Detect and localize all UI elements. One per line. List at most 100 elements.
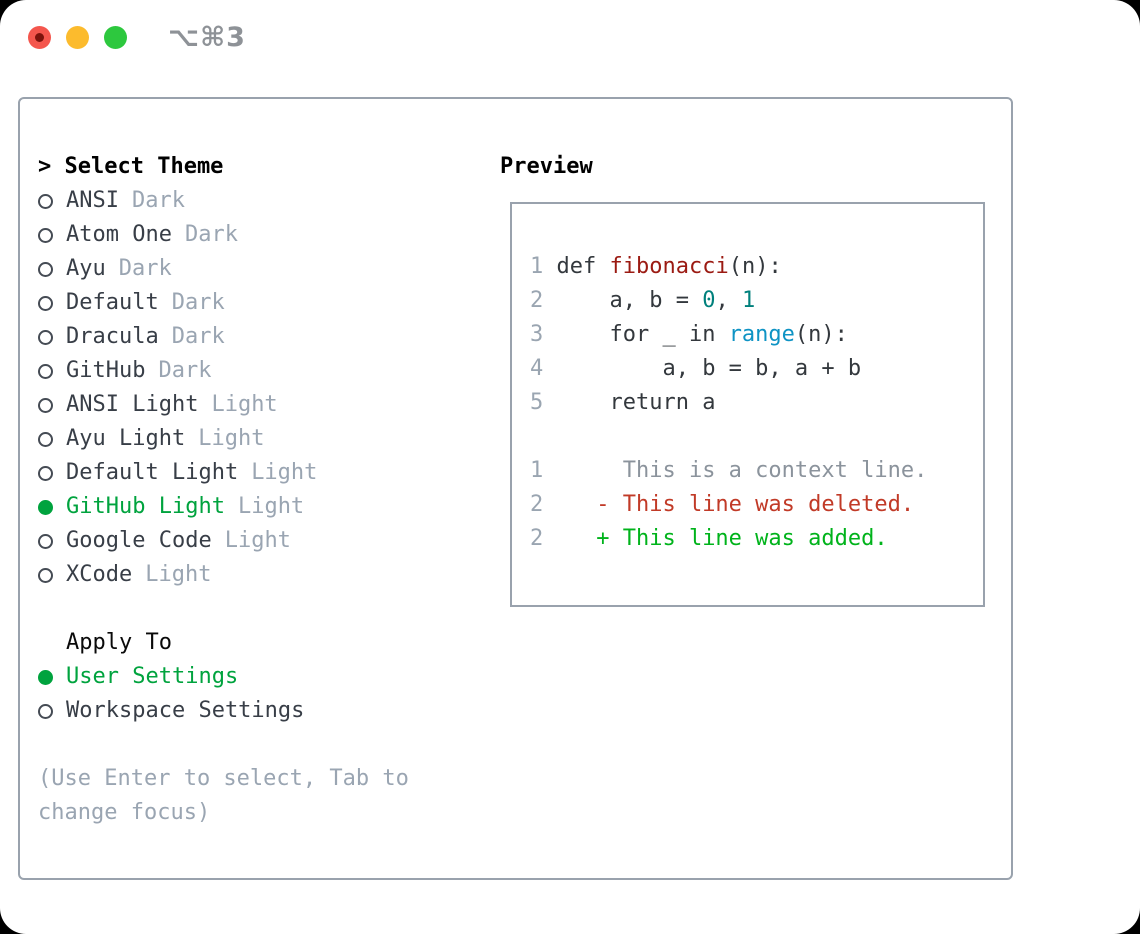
code-token-plain: return a: [543, 390, 716, 415]
theme-name: GitHub: [66, 358, 146, 383]
code-line: 1 This is a context line.: [530, 454, 983, 488]
radio-icon: [38, 499, 53, 515]
code-token-title: fibonacci: [609, 254, 729, 279]
radio-icon: [38, 397, 53, 413]
theme-name: Dracula: [66, 324, 159, 349]
theme-selector-column: > Select Theme ANSI Dark Atom One Dark A…: [38, 150, 458, 830]
radio-icon: [38, 465, 53, 481]
close-button[interactable]: [28, 25, 51, 49]
spacer: [38, 592, 458, 626]
code-token-plain: a, b = b, a + b: [543, 356, 862, 381]
line-number: 4: [530, 356, 544, 381]
apply-option-label: User Settings: [66, 664, 239, 689]
code-token-added: + This line was added.: [543, 526, 888, 551]
apply-option[interactable]: Workspace Settings: [38, 694, 458, 728]
theme-variant: Dark: [184, 222, 238, 247]
theme-variant: Light: [198, 426, 265, 451]
code-token-builtin: range: [728, 322, 795, 347]
line-number: 1: [530, 254, 544, 279]
theme-name: Default Light: [66, 460, 239, 485]
radio-icon: [38, 261, 53, 277]
theme-variant: Dark: [158, 358, 212, 383]
line-number: 2: [530, 492, 544, 517]
theme-option[interactable]: ANSI Dark: [38, 184, 458, 218]
line-number: 2: [530, 526, 544, 551]
theme-option[interactable]: Google Code Light: [38, 524, 458, 558]
code-token-number: 0: [702, 288, 716, 313]
theme-variant: Light: [145, 562, 212, 587]
theme-option[interactable]: Default Dark: [38, 286, 458, 320]
apply-option-label: Workspace Settings: [66, 698, 305, 723]
theme-option[interactable]: ANSI Light Light: [38, 388, 458, 422]
theme-variant: Dark: [171, 290, 225, 315]
radio-icon: [38, 295, 53, 311]
theme-name: Ayu Light: [66, 426, 186, 451]
theme-variant: Dark: [131, 188, 185, 213]
select-theme-header: > Select Theme: [38, 154, 224, 179]
apply-to-header: Apply To: [66, 630, 172, 655]
minimize-button[interactable]: [66, 25, 89, 49]
theme-name: Atom One: [66, 222, 172, 247]
theme-variant: Dark: [118, 256, 172, 281]
radio-icon: [38, 431, 53, 447]
theme-option[interactable]: Dracula Dark: [38, 320, 458, 354]
radio-icon: [38, 669, 53, 685]
theme-option[interactable]: GitHub Dark: [38, 354, 458, 388]
code-token-deleted: - This line was deleted.: [543, 492, 915, 517]
theme-name: XCode: [66, 562, 133, 587]
code-token-plain: (n):: [728, 254, 782, 279]
code-token-plain: def: [543, 254, 610, 279]
theme-name: ANSI: [66, 188, 119, 213]
code-line: 2 - This line was deleted.: [530, 488, 983, 522]
code-token-plain: for _ in: [543, 322, 729, 347]
theme-option[interactable]: Default Light Light: [38, 456, 458, 490]
theme-option[interactable]: GitHub Light Light: [38, 490, 458, 524]
theme-variant: Light: [224, 528, 291, 553]
code-line: 2 + This line was added.: [530, 522, 983, 556]
code-line: 4 a, b = b, a + b: [530, 352, 983, 386]
keyboard-hint: (Use Enter to select, Tab to change focu…: [38, 766, 423, 825]
code-line: 2 a, b = 0, 1: [530, 284, 983, 318]
theme-name: ANSI Light: [66, 392, 199, 417]
code-token-plain: a, b =: [543, 288, 703, 313]
theme-option[interactable]: Ayu Light Light: [38, 422, 458, 456]
maximize-button[interactable]: [104, 25, 127, 49]
theme-picker-panel: > Select Theme ANSI Dark Atom One Dark A…: [18, 97, 1013, 880]
theme-variant: Light: [251, 460, 318, 485]
radio-icon: [38, 227, 53, 243]
preview-header: Preview: [500, 154, 593, 179]
theme-variant: Dark: [171, 324, 225, 349]
close-dot-icon: [35, 32, 44, 42]
titlebar: ⌥⌘3: [28, 22, 246, 53]
theme-option[interactable]: XCode Light: [38, 558, 458, 592]
theme-option[interactable]: Ayu Dark: [38, 252, 458, 286]
theme-name: Default: [66, 290, 159, 315]
theme-variant: Light: [211, 392, 278, 417]
code-line: [530, 420, 983, 454]
code-token-plain: ,: [715, 288, 742, 313]
line-number: 3: [530, 322, 544, 347]
theme-list: ANSI Dark Atom One Dark Ayu Dark Default…: [38, 184, 458, 592]
code-line: 1 def fibonacci(n):: [530, 250, 983, 284]
radio-icon: [38, 533, 53, 549]
theme-name: Ayu: [66, 256, 106, 281]
theme-option[interactable]: Atom One Dark: [38, 218, 458, 252]
code-token-context: This is a context line.: [543, 458, 928, 483]
theme-variant: Light: [237, 494, 305, 519]
theme-name: Google Code: [66, 528, 212, 553]
code-line: 3 for _ in range(n):: [530, 318, 983, 352]
radio-icon: [38, 567, 53, 583]
radio-icon: [38, 363, 53, 379]
radio-icon: [38, 193, 53, 209]
code-line: 5 return a: [530, 386, 983, 420]
apply-option[interactable]: User Settings: [38, 660, 458, 694]
spacer: [38, 728, 458, 762]
radio-icon: [38, 703, 53, 719]
line-number: 5: [530, 390, 544, 415]
radio-icon: [38, 329, 53, 345]
code-token-plain: (n):: [794, 322, 848, 347]
code-token-number: 1: [741, 288, 756, 313]
line-number: 1: [530, 458, 544, 483]
